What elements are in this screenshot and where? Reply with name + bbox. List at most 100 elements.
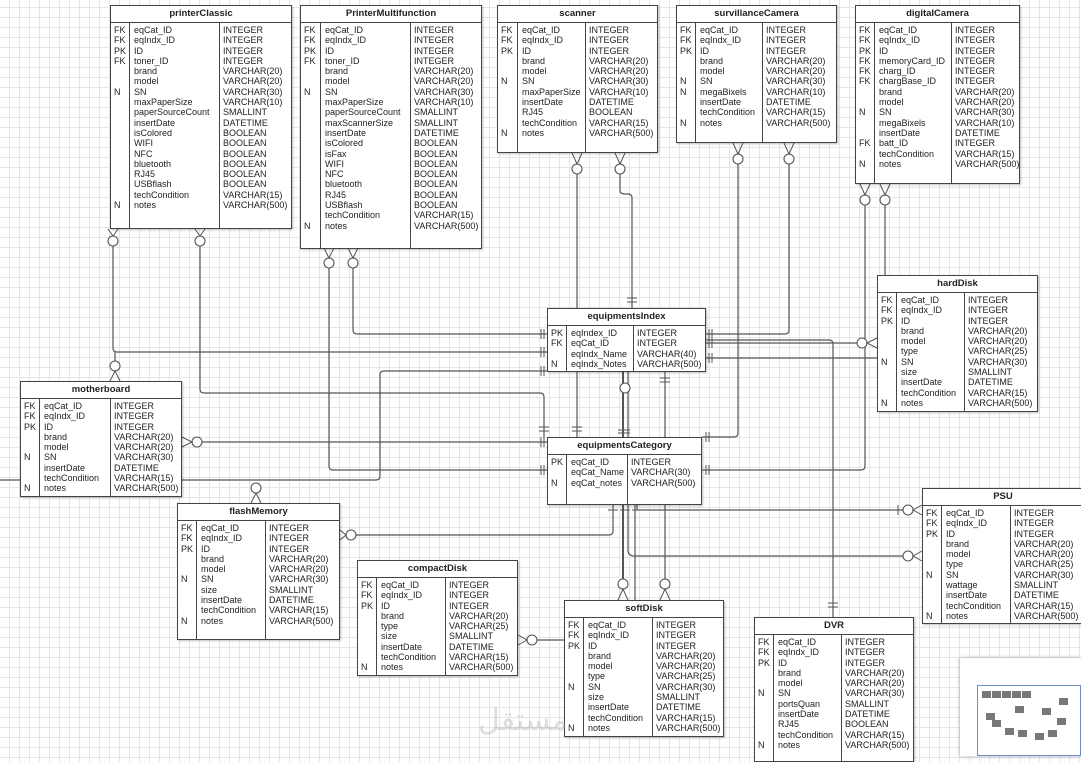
key-flag[interactable]: FK bbox=[181, 523, 193, 533]
column-name[interactable]: charg_ID bbox=[879, 66, 916, 77]
key-flag[interactable] bbox=[926, 559, 941, 569]
column-name[interactable]: USBflash bbox=[325, 200, 363, 211]
column-name[interactable]: eqCat_notes bbox=[571, 477, 623, 488]
key-flag[interactable] bbox=[304, 128, 320, 138]
column-name[interactable]: NFC bbox=[134, 148, 153, 159]
column-name[interactable]: ID bbox=[700, 45, 709, 56]
column-name[interactable]: SN bbox=[44, 452, 57, 463]
column-name[interactable]: maxPaperSize bbox=[134, 97, 193, 108]
column-name[interactable]: eqCat_ID bbox=[700, 25, 739, 35]
column-type[interactable]: VARCHAR(15) bbox=[114, 473, 174, 484]
column-type[interactable]: VARCHAR(30) bbox=[114, 452, 174, 463]
column-type[interactable]: VARCHAR(25) bbox=[1014, 559, 1074, 570]
key-flag[interactable] bbox=[551, 467, 566, 477]
column-type[interactable]: INTEGER bbox=[656, 630, 697, 641]
column-type[interactable]: VARCHAR(30) bbox=[631, 467, 691, 478]
key-flag[interactable] bbox=[501, 66, 517, 76]
column-type[interactable]: INTEGER bbox=[269, 523, 310, 533]
column-name[interactable]: model bbox=[946, 549, 971, 560]
table-title[interactable]: digitalCamera bbox=[856, 6, 1019, 23]
column-name[interactable]: eqCat_ID bbox=[571, 457, 610, 467]
column-name[interactable]: eqIndx_ID bbox=[325, 35, 367, 46]
key-flag[interactable]: FK bbox=[551, 338, 563, 349]
column-name[interactable]: RJ45 bbox=[522, 107, 544, 118]
key-flag[interactable]: FK bbox=[304, 35, 316, 46]
key-flag[interactable] bbox=[24, 432, 39, 442]
column-name[interactable]: USBflash bbox=[134, 179, 172, 190]
column-type[interactable]: DATETIME bbox=[955, 127, 1000, 138]
key-flag[interactable] bbox=[680, 66, 695, 76]
column-type[interactable]: VARCHAR(20) bbox=[766, 55, 826, 66]
column-type[interactable]: VARCHAR(500) bbox=[766, 117, 831, 128]
column-type[interactable]: INTEGER bbox=[269, 543, 310, 554]
key-flag[interactable]: N bbox=[24, 452, 31, 463]
column-name[interactable]: maxPaperSize bbox=[522, 86, 581, 97]
column-name[interactable]: brand bbox=[588, 650, 612, 661]
column-type[interactable]: VARCHAR(20) bbox=[114, 431, 174, 442]
column-name[interactable]: SN bbox=[522, 76, 535, 87]
column-name[interactable]: brand bbox=[134, 66, 158, 77]
column-type[interactable]: BOOLEAN bbox=[223, 169, 267, 180]
column-type[interactable]: INTEGER bbox=[955, 25, 996, 35]
column-type[interactable]: DATETIME bbox=[414, 127, 459, 138]
column-name[interactable]: eqCat_ID bbox=[44, 401, 83, 411]
column-type[interactable]: VARCHAR(20) bbox=[449, 610, 509, 621]
column-name[interactable]: insertDate bbox=[778, 709, 820, 720]
key-flag[interactable]: FK bbox=[680, 25, 692, 35]
column-name[interactable]: ID bbox=[44, 421, 53, 432]
column-type[interactable]: VARCHAR(25) bbox=[656, 671, 716, 682]
key-flag[interactable] bbox=[304, 118, 320, 128]
key-flag[interactable] bbox=[114, 169, 129, 179]
column-type[interactable]: VARCHAR(15) bbox=[968, 387, 1028, 398]
key-flag[interactable]: N bbox=[114, 200, 121, 211]
column-type[interactable]: INTEGER bbox=[223, 25, 264, 35]
table-title[interactable]: hardDisk bbox=[878, 276, 1037, 293]
column-type[interactable]: VARCHAR(30) bbox=[414, 86, 474, 97]
column-name[interactable]: eqIndx_ID bbox=[700, 35, 742, 46]
column-type[interactable]: INTEGER bbox=[1014, 518, 1055, 529]
key-flag[interactable] bbox=[680, 56, 695, 66]
column-name[interactable]: techCondition bbox=[700, 107, 756, 118]
column-name[interactable]: eqCat_ID bbox=[325, 25, 364, 35]
column-type[interactable]: INTEGER bbox=[589, 25, 630, 35]
key-flag[interactable] bbox=[881, 336, 896, 346]
column-name[interactable]: maxScannerSize bbox=[325, 117, 394, 128]
column-name[interactable]: eqCat_Name bbox=[571, 467, 625, 478]
column-name[interactable]: insertDate bbox=[201, 595, 243, 606]
column-type[interactable]: VARCHAR(20) bbox=[845, 667, 905, 678]
column-name[interactable]: notes bbox=[700, 117, 723, 128]
column-name[interactable]: SN bbox=[325, 86, 338, 97]
column-name[interactable]: notes bbox=[946, 610, 969, 621]
key-flag[interactable]: N bbox=[859, 107, 866, 118]
key-flag[interactable]: FK bbox=[859, 76, 871, 87]
column-name[interactable]: wattage bbox=[946, 580, 978, 591]
column-name[interactable]: paperSourceCount bbox=[134, 107, 210, 118]
column-type[interactable]: VARCHAR(500) bbox=[223, 200, 288, 211]
key-flag[interactable]: N bbox=[680, 76, 687, 87]
column-name[interactable]: insertDate bbox=[879, 127, 921, 138]
column-type[interactable]: INTEGER bbox=[968, 315, 1009, 326]
column-name[interactable]: insertDate bbox=[700, 97, 742, 108]
key-flag[interactable]: FK bbox=[859, 66, 871, 77]
column-name[interactable]: size bbox=[201, 584, 218, 595]
column-name[interactable]: model bbox=[201, 564, 226, 575]
column-type[interactable]: VARCHAR(15) bbox=[766, 107, 826, 118]
column-type[interactable]: VARCHAR(30) bbox=[589, 76, 649, 87]
column-type[interactable]: INTEGER bbox=[631, 457, 672, 467]
column-name[interactable]: ID bbox=[588, 640, 597, 651]
column-name[interactable]: techCondition bbox=[381, 652, 437, 663]
key-flag[interactable]: FK bbox=[680, 35, 692, 46]
key-flag[interactable]: N bbox=[361, 662, 368, 673]
column-type[interactable]: INTEGER bbox=[968, 305, 1009, 316]
key-flag[interactable] bbox=[501, 97, 517, 107]
column-name[interactable]: notes bbox=[901, 397, 924, 408]
table-title[interactable]: flashMemory bbox=[178, 504, 339, 521]
column-type[interactable]: INTEGER bbox=[449, 580, 490, 590]
key-flag[interactable] bbox=[304, 107, 320, 117]
key-flag[interactable] bbox=[551, 349, 566, 359]
column-name[interactable]: model bbox=[44, 442, 69, 453]
column-name[interactable]: techCondition bbox=[901, 387, 957, 398]
key-flag[interactable] bbox=[24, 463, 39, 473]
